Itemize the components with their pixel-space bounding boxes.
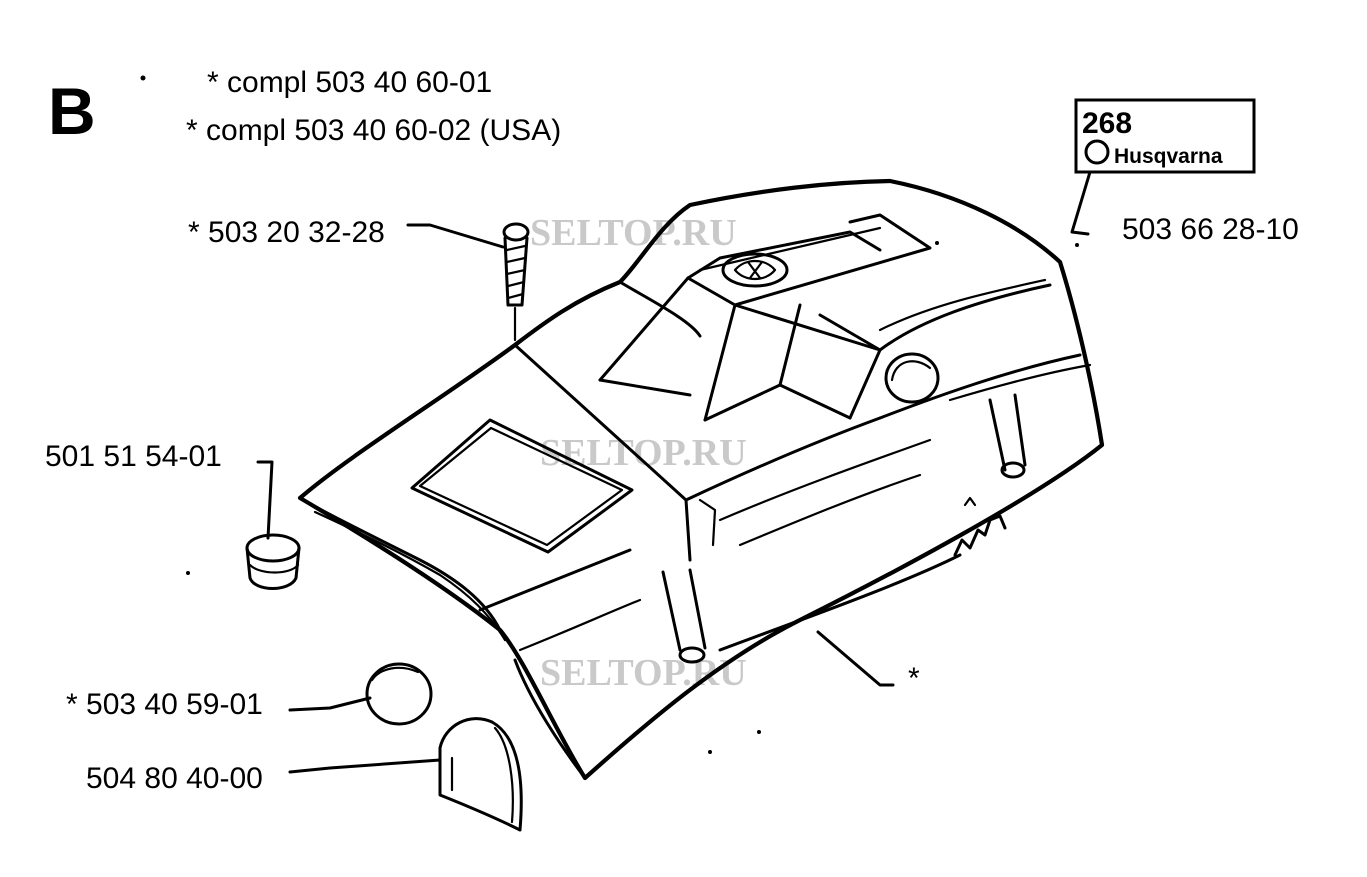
leader-lines	[256, 170, 1092, 774]
part-label-shield: 504 80 40-00	[86, 762, 263, 795]
part-label-plug: 501 51 54-01	[45, 440, 222, 473]
speck	[708, 750, 712, 754]
speck	[935, 241, 939, 245]
cap-part	[365, 662, 433, 726]
cylinder-cover	[297, 178, 1105, 781]
watermark-1: SELTOP.RU	[530, 212, 737, 254]
screw-part	[502, 222, 530, 342]
section-letter: B	[48, 74, 96, 148]
speck	[757, 730, 761, 734]
decal-badge: 268 Husqvarna	[1074, 98, 1256, 174]
decal-brand: Husqvarna	[1114, 145, 1223, 168]
part-label-decal: 503 66 28-10	[1122, 213, 1299, 246]
plug-part	[245, 533, 301, 590]
speck	[186, 571, 190, 575]
part-label-cap: * 503 40 59-01	[66, 688, 263, 721]
shield-part	[438, 717, 523, 832]
decal-model: 268	[1082, 107, 1132, 140]
compl-label-1: * compl 503 40 60-01	[207, 66, 492, 99]
part-label-screw: * 503 20 32-28	[188, 216, 385, 249]
speck	[140, 75, 146, 81]
speck	[1075, 243, 1079, 247]
compl-label-2: * compl 503 40 60-02 (USA)	[186, 114, 561, 147]
watermark-2: SELTOP.RU	[540, 432, 747, 474]
part-label-cover: *	[908, 662, 920, 695]
brand-logo-icon	[1084, 139, 1110, 165]
